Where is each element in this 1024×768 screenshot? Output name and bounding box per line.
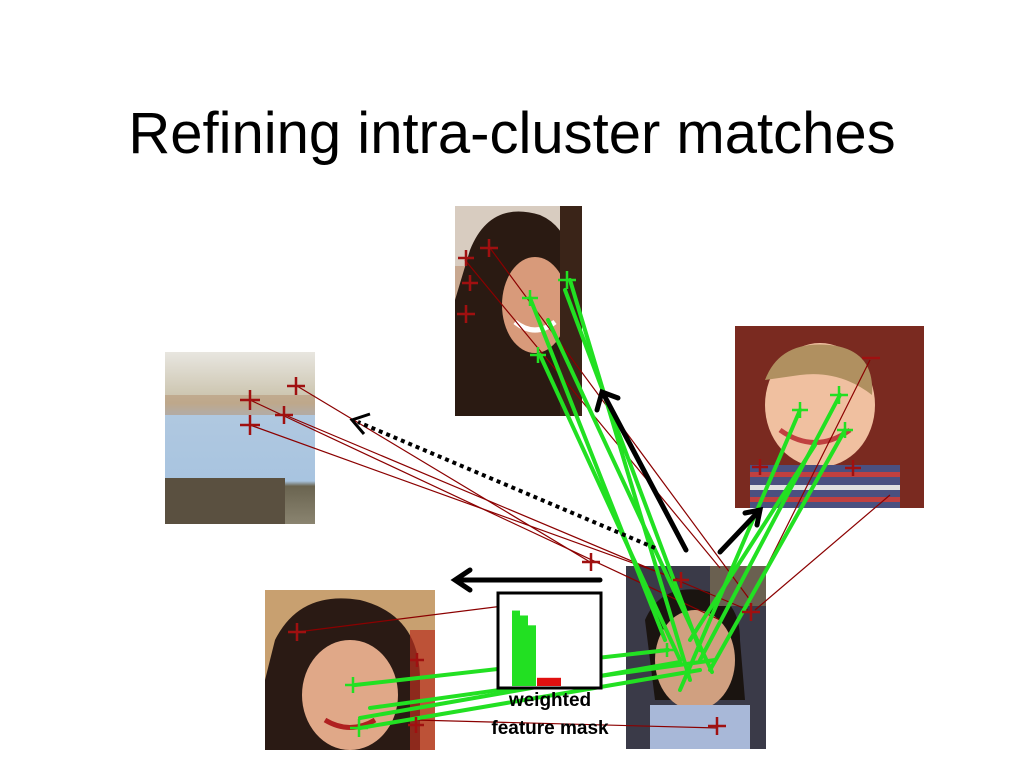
bad-feature-markers [240,239,880,735]
mask-label-line2: feature mask [491,718,609,739]
dotted-rejected-arrow [349,412,656,550]
mask-bar-red [553,677,561,686]
mask-bar-group [512,610,561,686]
photo-bottom-left-woman [265,590,435,750]
good-feature-markers [345,271,853,737]
photo-right-boy [735,326,924,508]
mask-bar-green [520,615,528,686]
mask-bar-red [537,677,545,686]
mask-label-line1: weighted [508,690,592,711]
mask-bar-red [545,677,553,686]
propagation-arrows [450,388,764,593]
slide-title: Refining intra-cluster matches [128,101,896,166]
mask-bar-green [512,610,520,686]
photo-left-wall [165,352,315,524]
mask-bar-green [528,625,536,686]
weighted-feature-mask [496,591,603,690]
